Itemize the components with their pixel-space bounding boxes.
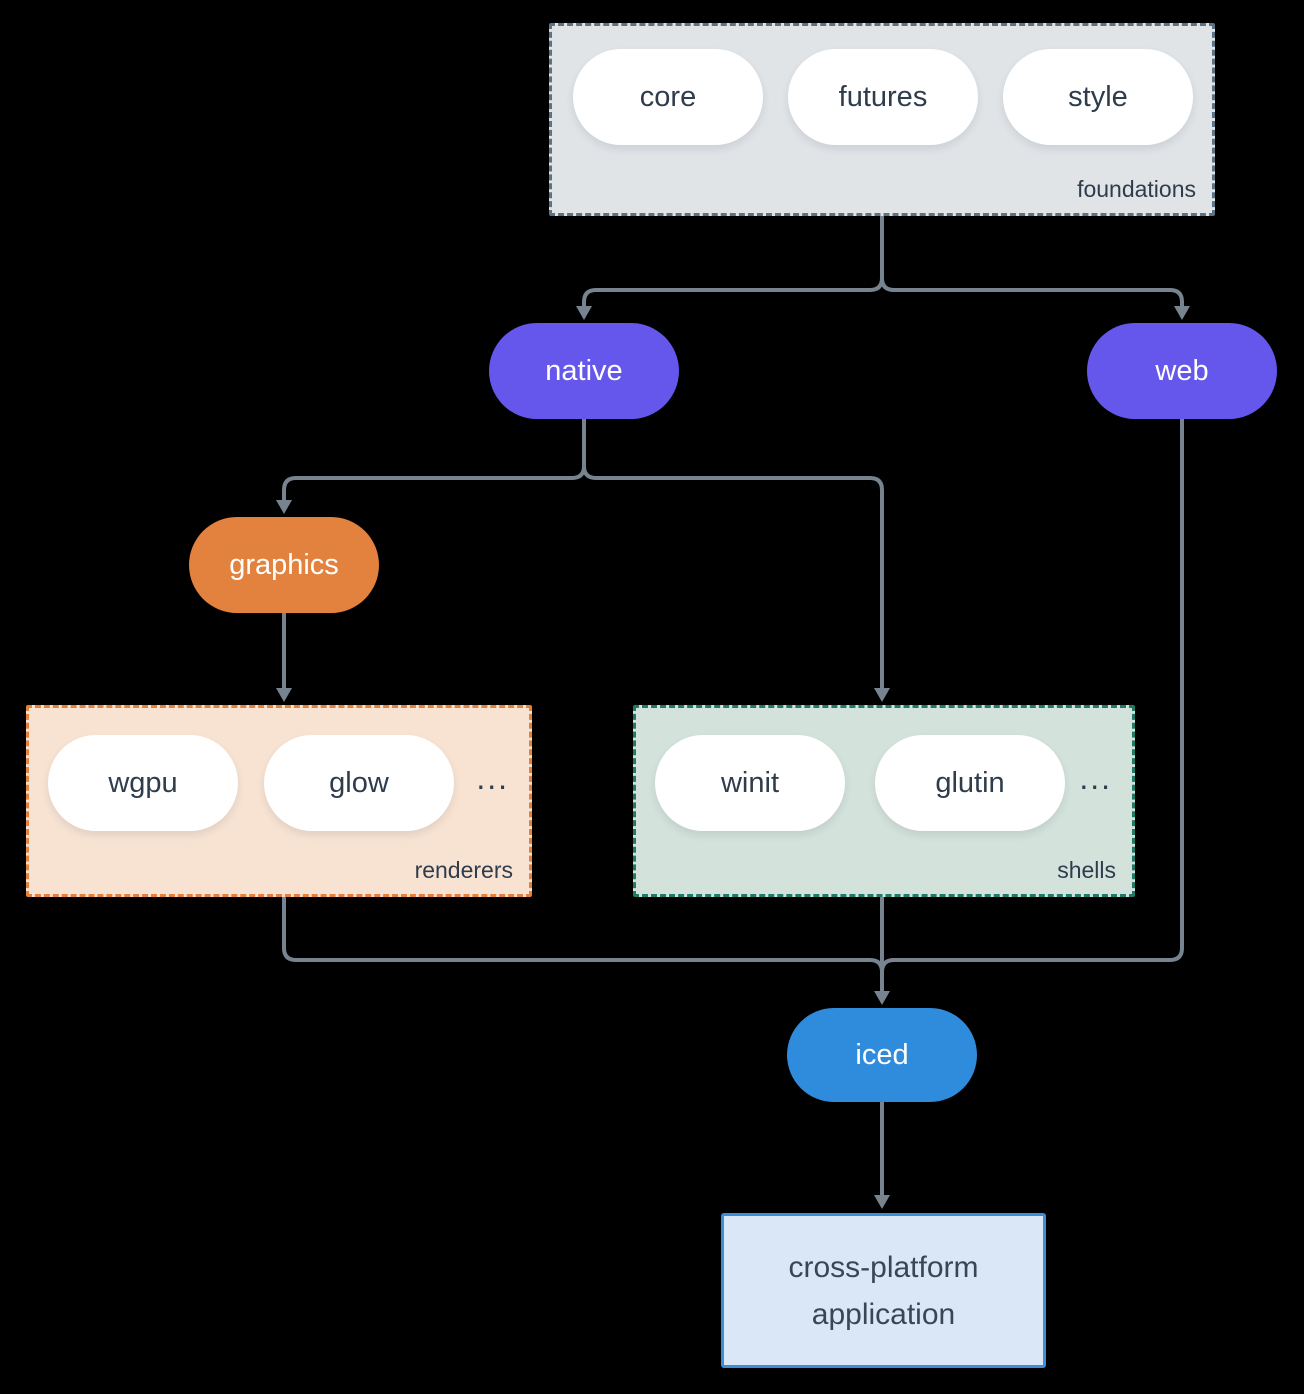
- edge-graphics-renderers: [276, 613, 292, 702]
- node-core-label: core: [639, 80, 697, 113]
- node-winit-label: winit: [720, 766, 779, 799]
- arrowhead-graphics: [276, 500, 292, 514]
- node-glow: glow: [264, 735, 454, 831]
- shells-group-label: shells: [1057, 857, 1116, 883]
- node-wgpu: wgpu: [48, 735, 238, 831]
- renderers-group-label: renderers: [414, 857, 513, 883]
- node-native-label: native: [545, 354, 623, 387]
- edge-native-shells: [582, 419, 890, 702]
- renderers-group: wgpu glow ... renderers: [26, 705, 532, 897]
- arrowhead-web: [1174, 306, 1190, 320]
- node-iced: iced: [787, 1008, 977, 1102]
- node-cross-platform-application: cross-platform application: [721, 1213, 1046, 1368]
- edge-iced-application: [874, 1102, 890, 1209]
- node-iced-label: iced: [855, 1038, 909, 1071]
- node-graphics-label: graphics: [229, 548, 339, 581]
- node-futures-label: futures: [838, 80, 928, 113]
- node-glutin-label: glutin: [935, 766, 1005, 799]
- node-futures: futures: [788, 49, 978, 145]
- node-glow-label: glow: [329, 766, 389, 799]
- node-winit: winit: [655, 735, 845, 831]
- foundations-group-label: foundations: [1077, 176, 1196, 202]
- edge-foundations-web: [880, 216, 1190, 320]
- renderers-ellipsis: ...: [476, 760, 509, 796]
- node-core: core: [573, 49, 763, 145]
- edge-native-graphics: [276, 419, 586, 514]
- edge-foundations-native: [576, 216, 884, 320]
- edge-renderers-iced: [282, 897, 884, 982]
- arrowhead-shells: [874, 688, 890, 702]
- edge-web-iced: [880, 419, 1184, 982]
- shells-group: winit glutin ... shells: [633, 705, 1135, 897]
- node-style: style: [1003, 49, 1193, 145]
- node-native: native: [489, 323, 679, 419]
- edge-shells-iced: [874, 897, 890, 1005]
- node-glutin: glutin: [875, 735, 1065, 831]
- node-graphics: graphics: [189, 517, 379, 613]
- foundations-group: core futures style foundations: [549, 23, 1215, 216]
- arrowhead-renderers: [276, 688, 292, 702]
- arrowhead-iced: [874, 991, 890, 1005]
- node-web: web: [1087, 323, 1277, 419]
- arrowhead-native: [576, 306, 592, 320]
- node-web-label: web: [1155, 354, 1209, 387]
- node-style-label: style: [1068, 80, 1128, 113]
- arrowhead-application: [874, 1195, 890, 1209]
- shells-ellipsis: ...: [1079, 760, 1112, 796]
- node-wgpu-label: wgpu: [108, 766, 178, 799]
- node-application-label: cross-platform application: [788, 1250, 979, 1331]
